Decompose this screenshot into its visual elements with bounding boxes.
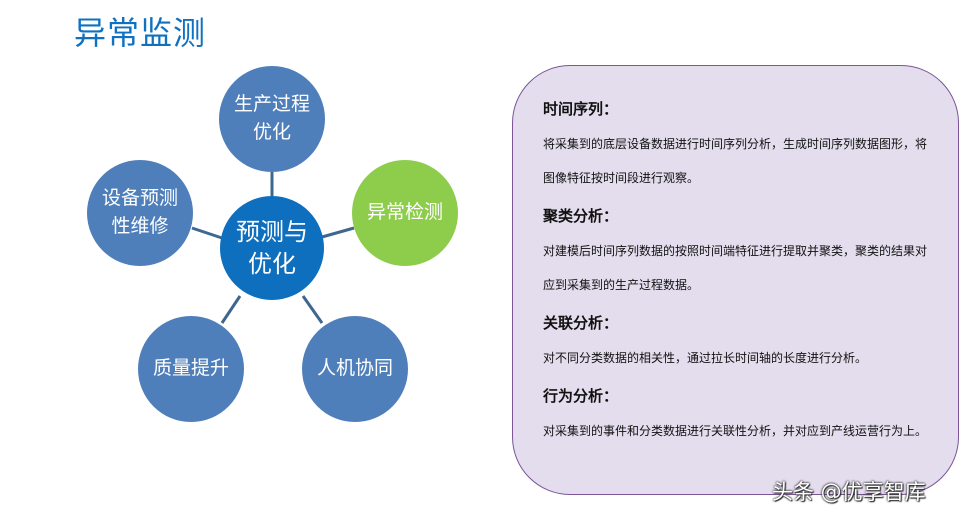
node-anomaly-detection: 异常检测 xyxy=(352,160,458,266)
node-quality-improvement: 质量提升 xyxy=(138,316,244,422)
node-predictive-maintenance: 设备预测性维修 xyxy=(87,160,193,266)
node-label: 质量提升 xyxy=(152,357,229,380)
section-body: 将采集到的底层设备数据进行时间序列分析，生成时间序列数据图形，将图像特征按时间段… xyxy=(543,137,928,185)
prediction-diagram: 生产过程优化 异常检测 人机协同 质量提升 设备预测性维修 预测与优化 xyxy=(87,66,458,422)
connector-bottom-right xyxy=(301,295,324,324)
connector-lines xyxy=(191,172,355,324)
watermark: 头条 @优享智库 xyxy=(772,480,926,504)
section-heading: 聚类分析： xyxy=(543,207,619,225)
node-label: 人机协同 xyxy=(316,357,393,380)
section-heading: 关联分析： xyxy=(543,314,619,332)
node-label: 异常检测 xyxy=(366,201,443,224)
section-heading: 行为分析： xyxy=(543,387,619,405)
center-label: 预测与优化 xyxy=(236,217,308,278)
node-center: 预测与优化 xyxy=(220,196,324,300)
section-body: 对建模后时间序列数据的按照时间端特征进行提取并聚类，聚类的结果对应到采集到的生产… xyxy=(543,244,928,292)
node-production-optimization: 生产过程优化 xyxy=(219,66,325,172)
node-label: 生产过程优化 xyxy=(233,93,310,143)
connector-left xyxy=(191,226,223,240)
analysis-panel: 时间序列： 将采集到的底层设备数据进行时间序列分析，生成时间序列数据图形，将图像… xyxy=(512,65,959,495)
node-label: 设备预测性维修 xyxy=(101,187,178,237)
node-human-machine: 人机协同 xyxy=(302,316,408,422)
connector-bottom-left xyxy=(220,295,242,324)
section-body: 对采集到的事件和分类数据进行关联性分析，并对应到产线运营行为上。 xyxy=(543,424,928,438)
page-title: 异常监测 xyxy=(74,14,207,52)
section-heading: 时间序列： xyxy=(543,100,619,118)
connector-right xyxy=(321,226,355,239)
section-body: 对不同分类数据的相关性，通过拉长时间轴的长度进行分析。 xyxy=(543,351,868,365)
